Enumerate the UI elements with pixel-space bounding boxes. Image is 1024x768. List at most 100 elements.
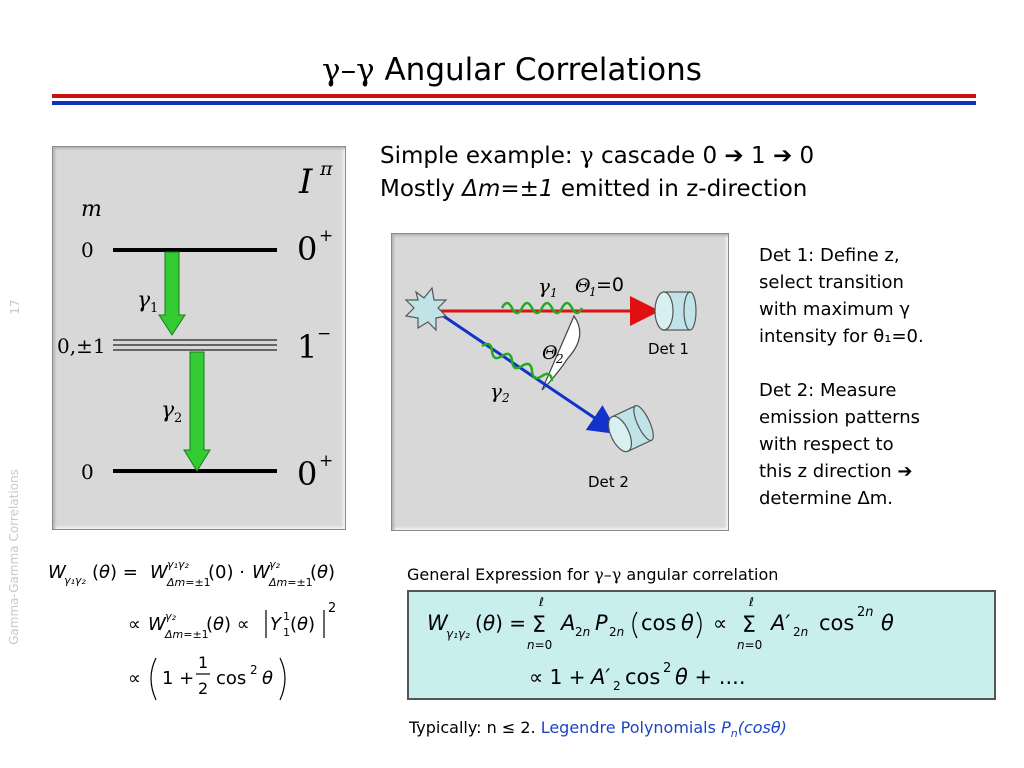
svg-text:2n: 2n bbox=[609, 625, 624, 639]
footer-pn-sub: n bbox=[730, 727, 738, 741]
gamma1-wave bbox=[500, 301, 584, 315]
svg-text:∝: ∝ bbox=[128, 614, 141, 635]
level-bottom-m: 0 bbox=[81, 460, 94, 484]
det1-line-2: select transition bbox=[759, 272, 904, 293]
gamma2-sub: 2 bbox=[174, 411, 182, 426]
svg-text:Δm=±1: Δm=±1 bbox=[268, 576, 313, 589]
title-rule-blue bbox=[52, 101, 976, 105]
intro-line1-gamma: γ bbox=[579, 143, 594, 169]
svg-text:θ: θ bbox=[262, 668, 273, 689]
det1-label: Det 1 bbox=[648, 340, 689, 358]
svg-text:2: 2 bbox=[198, 679, 208, 698]
diag-gamma1: γ bbox=[538, 274, 550, 298]
ipi-sup: π bbox=[319, 158, 333, 180]
diag-theta1: Θ bbox=[575, 275, 591, 297]
det1-line-4: intensity for θ₁=0. bbox=[759, 326, 924, 347]
page-title: γ–γ Angular Correlations bbox=[0, 52, 1024, 88]
diag-gamma1-sub: 1 bbox=[550, 286, 558, 300]
svg-text:∝ 1 +: ∝ 1 + bbox=[529, 665, 585, 689]
diag-theta2: Θ bbox=[542, 342, 558, 364]
det2-icon bbox=[607, 404, 654, 453]
level-mid-m: 0,±1 bbox=[57, 334, 106, 358]
svg-text:1: 1 bbox=[283, 610, 290, 623]
svg-text:2: 2 bbox=[250, 663, 258, 677]
svg-text:γ₂: γ₂ bbox=[165, 610, 177, 623]
svg-text:1: 1 bbox=[198, 653, 208, 672]
slide-number: 17 bbox=[8, 299, 22, 315]
intro-line2-dm: Δm=±1 bbox=[462, 176, 554, 202]
general-label-prefix: General Expression for bbox=[407, 565, 595, 584]
svg-text:W: W bbox=[427, 611, 449, 635]
level-bottom-spin: 0 bbox=[297, 455, 317, 493]
intro-line1-prefix: Simple example: bbox=[380, 143, 580, 169]
svg-text:2n: 2n bbox=[857, 605, 874, 620]
equation-2: ∝ W γ₂ Δm=±1 (θ) ∝ Y 1 1 (θ) 2 bbox=[128, 601, 336, 641]
svg-text:(θ): (θ) bbox=[290, 614, 315, 635]
footer-typically: Typically: n ≤ 2. bbox=[409, 718, 536, 737]
diag-theta1-value: =0 bbox=[596, 274, 624, 296]
svg-text:P: P bbox=[595, 611, 608, 635]
level-top-spin: 0 bbox=[297, 230, 317, 268]
intro-line2-rest: emitted in z-direction bbox=[553, 176, 808, 202]
level-scheme-svg: m I π 0 0 + 0,±1 1 − 0 0 + γ 1 bbox=[57, 158, 333, 493]
svg-text:W: W bbox=[150, 562, 169, 583]
svg-text:2: 2 bbox=[328, 601, 336, 616]
general-formula: W γ₁γ₂ (θ) = ℓ Σ n=0 A 2n P 2n cos θ ∝ ℓ… bbox=[427, 595, 894, 693]
gamma2-label: γ bbox=[161, 398, 175, 423]
svg-text:n=0: n=0 bbox=[527, 638, 552, 652]
footer-note: Typically: n ≤ 2. Legendre Polynomials P… bbox=[409, 718, 787, 740]
svg-text:A′: A′ bbox=[769, 611, 790, 635]
geometry-svg: γ 1 Θ 1 =0 Θ 2 γ 2 Det 1 Det 2 bbox=[404, 274, 697, 491]
svg-text:(θ) ∝: (θ) ∝ bbox=[206, 614, 250, 635]
det2-line-4: this z direction ➔ bbox=[759, 461, 913, 482]
side-label: Gamma-Gamma Correlations bbox=[7, 469, 21, 645]
m-header: m bbox=[81, 197, 102, 222]
svg-text:θ: θ bbox=[681, 611, 694, 635]
svg-text:ℓ: ℓ bbox=[748, 595, 754, 609]
intro-line2-prefix: Mostly bbox=[380, 176, 463, 202]
svg-text:θ + ....: θ + .... bbox=[675, 665, 746, 689]
diag-theta1-sub: 1 bbox=[589, 285, 597, 299]
level-scheme-panel: m I π 0 0 + 0,±1 1 − 0 0 + γ 1 bbox=[52, 146, 346, 530]
intro-line1: Simple example: γ cascade 0 ➔ 1 ➔ 0 bbox=[380, 140, 814, 173]
ipi-header: I bbox=[298, 162, 313, 202]
det2-label: Det 2 bbox=[588, 473, 629, 491]
svg-text:γ₁γ₂: γ₁γ₂ bbox=[446, 627, 470, 641]
svg-text:2: 2 bbox=[663, 661, 671, 676]
equation-1: W γ₁γ₂ (θ) = W γ₁γ₂ Δm=±1 (0) · W γ₂ Δm=… bbox=[48, 558, 335, 589]
svg-text:cos: cos bbox=[819, 611, 854, 635]
svg-text:1: 1 bbox=[283, 626, 290, 639]
svg-text:cos: cos bbox=[625, 665, 660, 689]
svg-text:ℓ: ℓ bbox=[538, 595, 544, 609]
svg-text:2: 2 bbox=[613, 679, 621, 693]
level-top-parity: + bbox=[319, 226, 333, 246]
general-label-suffix: angular correlation bbox=[621, 565, 779, 584]
svg-text:θ: θ bbox=[881, 611, 894, 635]
svg-text:cos: cos bbox=[216, 668, 246, 689]
intro-line1-rest: cascade 0 ➔ 1 ➔ 0 bbox=[593, 143, 815, 169]
svg-text:Σ: Σ bbox=[532, 613, 546, 638]
det-spacer bbox=[759, 350, 924, 377]
intro-line2: Mostly Δm=±1 emitted in z-direction bbox=[380, 173, 814, 206]
general-expression-box: W γ₁γ₂ (θ) = ℓ Σ n=0 A 2n P 2n cos θ ∝ ℓ… bbox=[407, 590, 996, 700]
general-label-gamma: γ–γ bbox=[594, 565, 622, 584]
svg-text:A′: A′ bbox=[589, 665, 610, 689]
svg-text:cos: cos bbox=[641, 611, 676, 635]
gamma2-ray bbox=[435, 309, 619, 435]
equation-3: ∝ 1 + 1 2 cos 2 θ bbox=[128, 653, 286, 701]
footer-pn: P bbox=[721, 718, 731, 737]
svg-text:1 +: 1 + bbox=[162, 668, 194, 689]
footer-pn-arg: (cosθ) bbox=[737, 718, 787, 737]
general-expression-label: General Expression for γ–γ angular corre… bbox=[407, 565, 778, 584]
intro-text: Simple example: γ cascade 0 ➔ 1 ➔ 0 Most… bbox=[380, 140, 814, 206]
footer-legendre: Legendre Polynomials bbox=[540, 718, 716, 737]
diag-gamma2: γ bbox=[490, 379, 502, 403]
svg-text:W: W bbox=[148, 614, 167, 635]
svg-text:(θ) =: (θ) = bbox=[92, 562, 138, 583]
det1-icon bbox=[654, 291, 697, 331]
gamma1-arrow bbox=[158, 251, 186, 336]
svg-text:∝: ∝ bbox=[128, 668, 141, 689]
gamma2-arrow bbox=[183, 351, 211, 472]
geometry-panel: γ 1 Θ 1 =0 Θ 2 γ 2 Det 1 Det 2 bbox=[391, 233, 729, 531]
svg-text:2n: 2n bbox=[793, 625, 808, 639]
